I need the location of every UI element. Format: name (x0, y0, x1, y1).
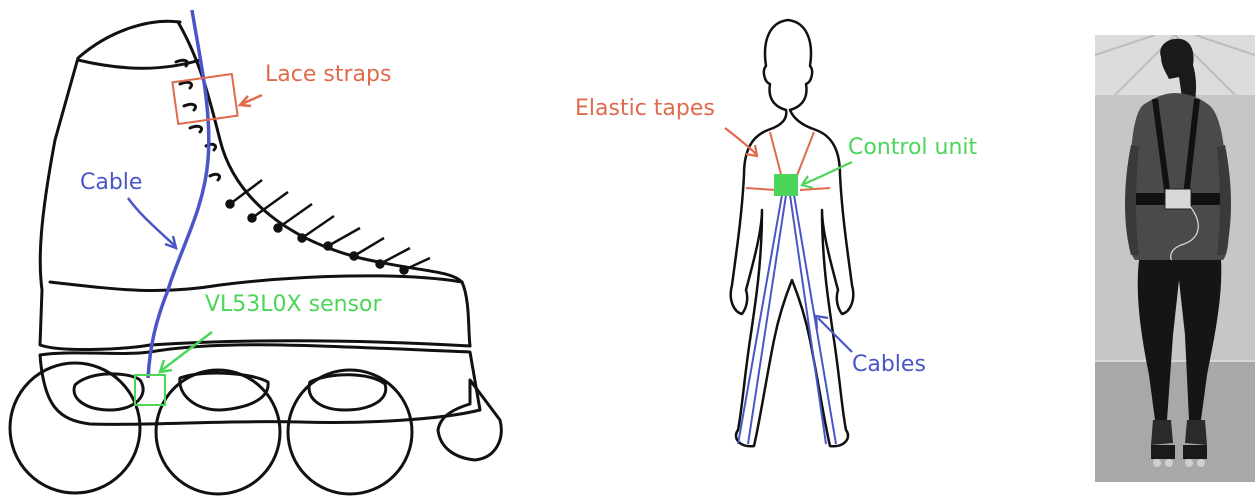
wheel-1 (10, 363, 140, 493)
lace-straps-label: Lace straps (265, 62, 391, 87)
wheel-2 (156, 370, 280, 494)
wheel-3 (288, 370, 412, 494)
control-unit-box (774, 174, 798, 196)
frame-slot-2 (180, 373, 268, 410)
frame-slot-3 (309, 375, 386, 410)
brake (438, 380, 501, 460)
boot-heel-line (50, 276, 462, 291)
skate-drawing (0, 0, 520, 498)
frame-slot-1 (74, 374, 143, 410)
cable-label: Cable (80, 170, 142, 195)
cables-label: Cables (852, 352, 926, 377)
body-diagram: Elastic tapes Control unit Cables (560, 0, 980, 498)
elastic-tapes-label: Elastic tapes (575, 96, 715, 121)
skater-photo-drawing (1095, 35, 1255, 482)
skate-diagram: Lace straps Cable VL53L0X sensor (0, 0, 520, 498)
control-unit-label: Control unit (848, 135, 977, 160)
skater-photo (1095, 35, 1255, 482)
body-drawing (560, 0, 980, 498)
sensor-label: VL53L0X sensor (205, 292, 382, 317)
